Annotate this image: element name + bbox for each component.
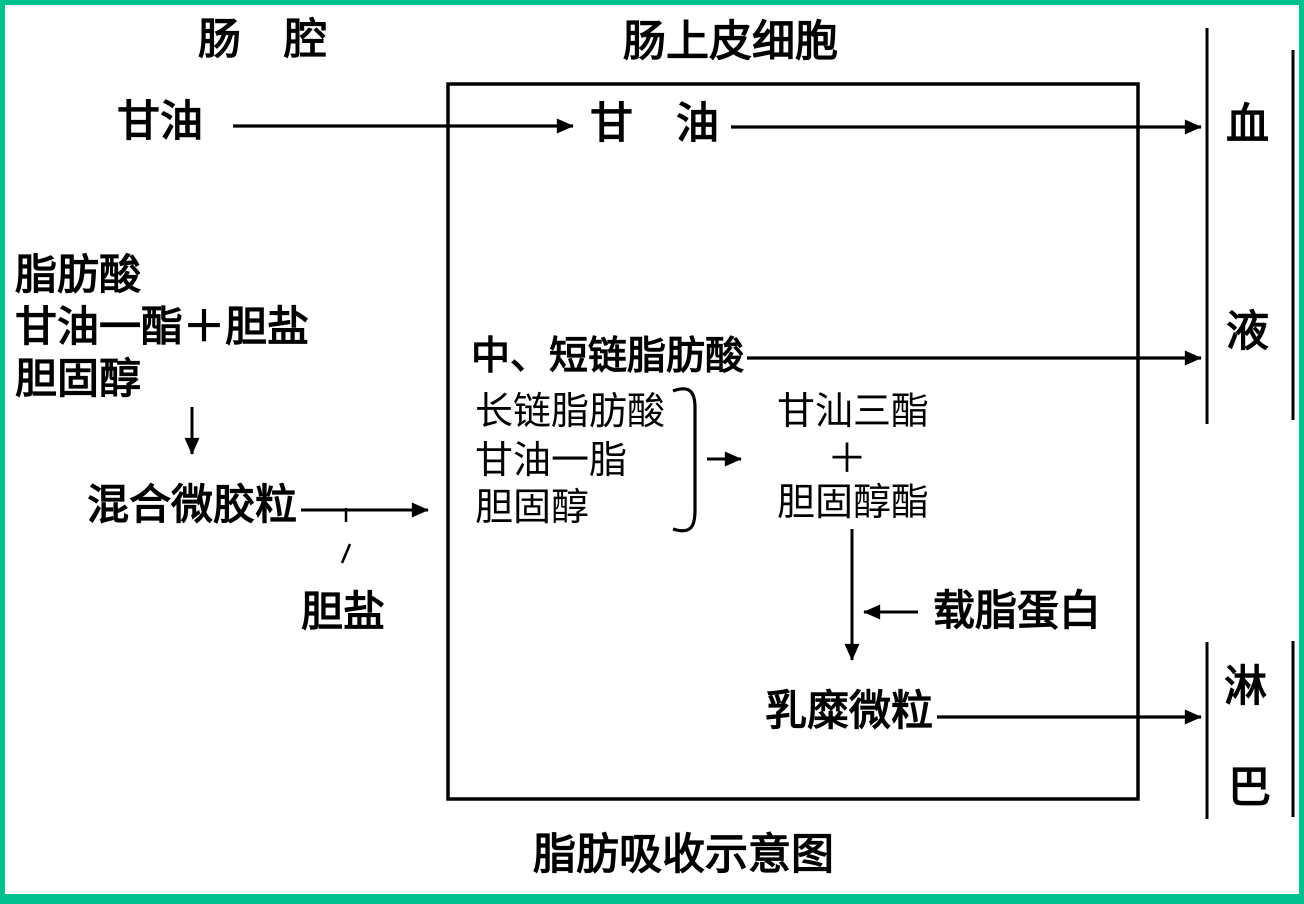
- cholesterol-ester-label: 胆固醇酯: [777, 482, 930, 524]
- header-epithelial-cell: 肠上皮细胞: [623, 18, 838, 66]
- glycerol-lumen-label: 甘油: [117, 98, 203, 146]
- triglyceride-label: 甘汕三酯: [777, 391, 930, 433]
- bile-salt-dash-slash: [340, 543, 352, 564]
- chylomicron-label: 乳糜微粒: [765, 687, 934, 734]
- apolipoprotein-label: 载脂蛋白: [933, 587, 1102, 634]
- connector-overlay: [184, 28, 1295, 819]
- cell-membrane-box: [446, 82, 1140, 801]
- header-intestinal-lumen: 肠 腔: [198, 16, 327, 64]
- lymph-char-1: 巴: [1228, 764, 1271, 812]
- glycerol-cell-label: 甘 油: [590, 100, 719, 148]
- medium-short-chain-fa-label: 中、短链脂肪酸: [471, 335, 745, 378]
- diagram-caption: 脂肪吸收示意图: [533, 831, 834, 879]
- blood-char-0: 血: [1226, 101, 1269, 149]
- mixture-line-0: 脂肪酸: [15, 251, 142, 298]
- resynthesis-input-2: 胆固醇: [475, 487, 590, 529]
- mixed-micelle-label: 混合微胶粒: [87, 481, 298, 528]
- resynthesis-input-1: 甘油一脂: [475, 440, 628, 482]
- mixture-line-1: 甘油一酯＋胆盐: [15, 303, 310, 350]
- lymph-char-0: 淋: [1224, 663, 1267, 711]
- mixture-line-2: 胆固醇: [15, 355, 142, 402]
- bile-salt-label: 胆盐: [301, 588, 386, 635]
- blood-char-1: 液: [1226, 308, 1269, 356]
- plus-sign: ＋: [827, 437, 867, 481]
- resynthesis-bracket: [672, 387, 697, 533]
- resynthesis-input-0: 长链脂肪酸: [475, 391, 666, 433]
